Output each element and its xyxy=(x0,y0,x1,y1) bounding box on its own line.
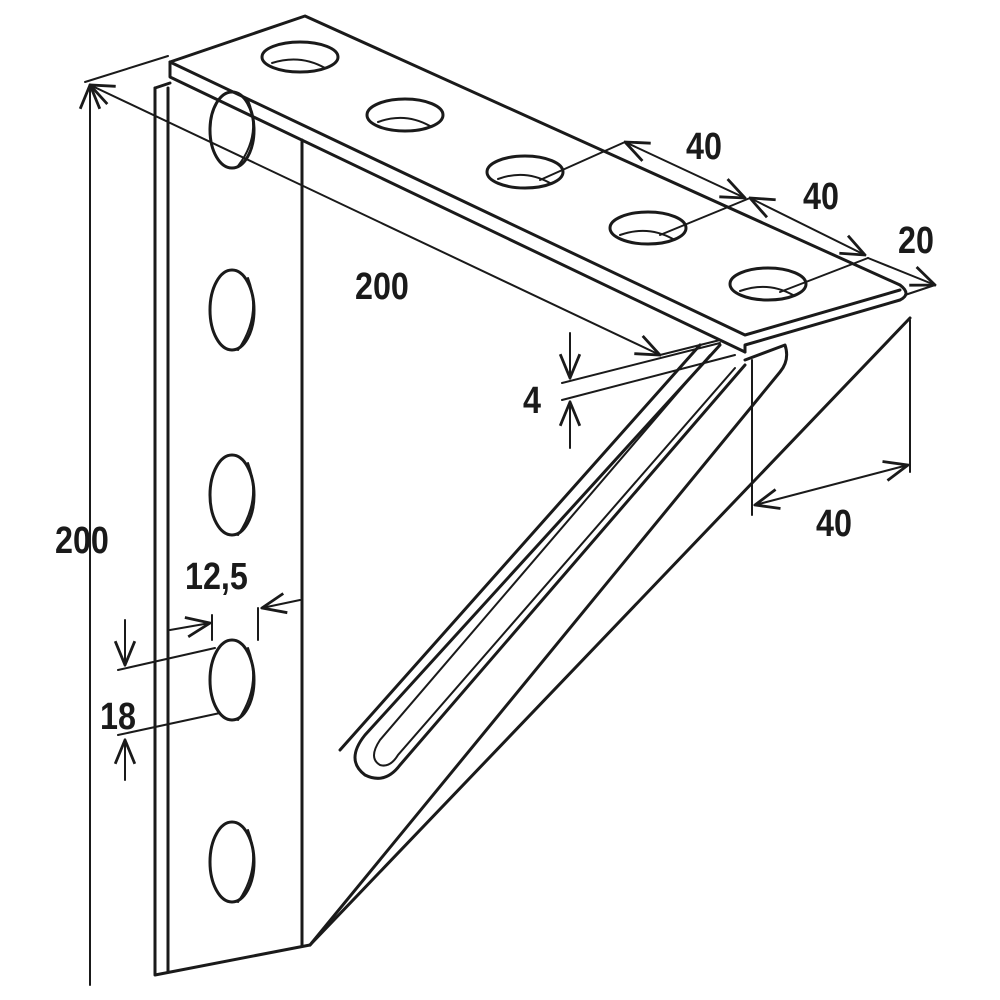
end-offset-label: 20 xyxy=(898,220,934,262)
dimension-lines xyxy=(85,55,935,986)
plate-holes xyxy=(208,90,256,904)
slot-offset-label: 12,5 xyxy=(185,556,248,598)
slot-length-label: 18 xyxy=(100,696,136,738)
flange-width-label: 40 xyxy=(816,503,852,545)
thickness-label: 4 xyxy=(523,380,541,422)
hole-spacing-2-label: 40 xyxy=(803,176,839,218)
gusset xyxy=(308,316,912,947)
depth-label: 200 xyxy=(355,266,409,308)
height-label: 200 xyxy=(55,520,109,562)
top-flange xyxy=(168,14,908,354)
hole-spacing-1-label: 40 xyxy=(686,126,722,168)
flange-holes xyxy=(260,40,808,302)
vertical-plate xyxy=(153,81,312,977)
